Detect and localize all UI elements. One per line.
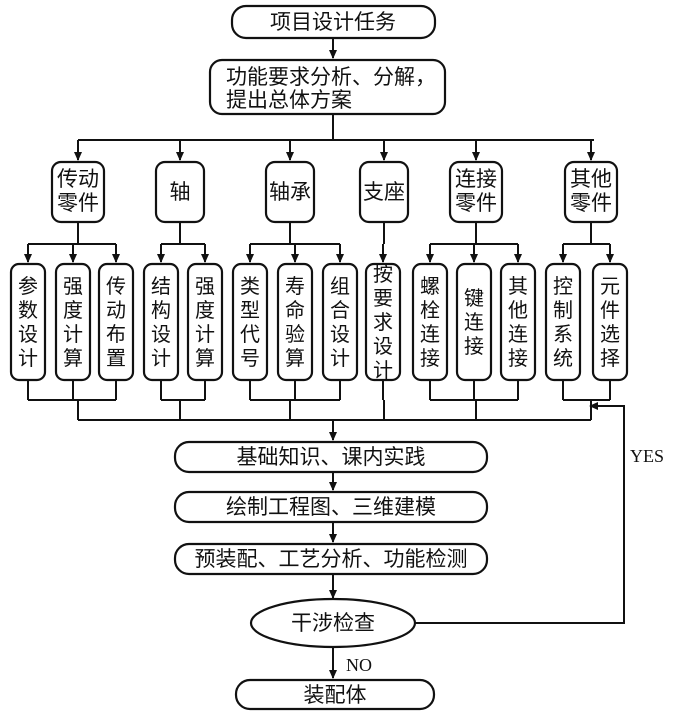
analysis-label-line1: 功能要求分析、分解， <box>226 65 436 89</box>
check-label: 干涉检查 <box>291 611 375 635</box>
sub-label: 类型代号 <box>240 274 260 370</box>
sub-label: 控制系统 <box>553 274 573 370</box>
analysis-label-line2: 提出总体方案 <box>226 88 352 112</box>
category-label: 零件 <box>570 191 612 215</box>
sub-label: 寿命验算 <box>285 274 305 370</box>
sub-label: 参数设计 <box>18 274 38 370</box>
sub-label: 组合设计 <box>330 274 350 370</box>
yes-label: YES <box>630 446 664 466</box>
collection-lines <box>27 380 611 421</box>
drawing-label: 绘制工程图、三维建模 <box>226 495 436 519</box>
category-label: 其他 <box>570 167 612 191</box>
analysis-box <box>208 58 447 116</box>
preassembly-label: 预装配、工艺分析、功能检测 <box>195 547 468 571</box>
preassembly-box <box>173 542 489 576</box>
category-label: 轴承 <box>269 180 311 204</box>
yes-loop-line <box>415 402 625 624</box>
sub-label: 按要求设计 <box>373 262 393 382</box>
category-groups: 传动零件参数设计强度计算传动布置轴结构设计强度计算轴承类型代号寿命验算组合设计支… <box>9 140 629 382</box>
category-label: 支座 <box>363 180 405 204</box>
category-label: 连接 <box>455 167 497 191</box>
assembly-box <box>234 678 436 711</box>
basics-label: 基础知识、课内实践 <box>237 445 426 469</box>
category-label: 零件 <box>455 191 497 215</box>
task-label: 项目设计任务 <box>270 10 396 34</box>
category-label: 零件 <box>57 191 99 215</box>
sub-label: 强度计算 <box>63 274 83 370</box>
sub-label: 强度计算 <box>195 274 215 370</box>
sub-label: 传动布置 <box>106 274 126 370</box>
category-label: 轴 <box>170 180 191 204</box>
category-label: 传动 <box>57 167 99 191</box>
drawing-box <box>173 490 489 524</box>
no-label: NO <box>346 655 372 675</box>
basics-box <box>173 440 489 474</box>
sub-label: 螺栓连接 <box>420 274 440 370</box>
sub-label: 其他连接 <box>508 274 528 370</box>
sub-label: 键连接 <box>464 286 484 358</box>
sub-label: 元件选择 <box>600 274 620 370</box>
sub-label: 结构设计 <box>151 274 171 370</box>
assembly-label: 装配体 <box>304 683 367 707</box>
